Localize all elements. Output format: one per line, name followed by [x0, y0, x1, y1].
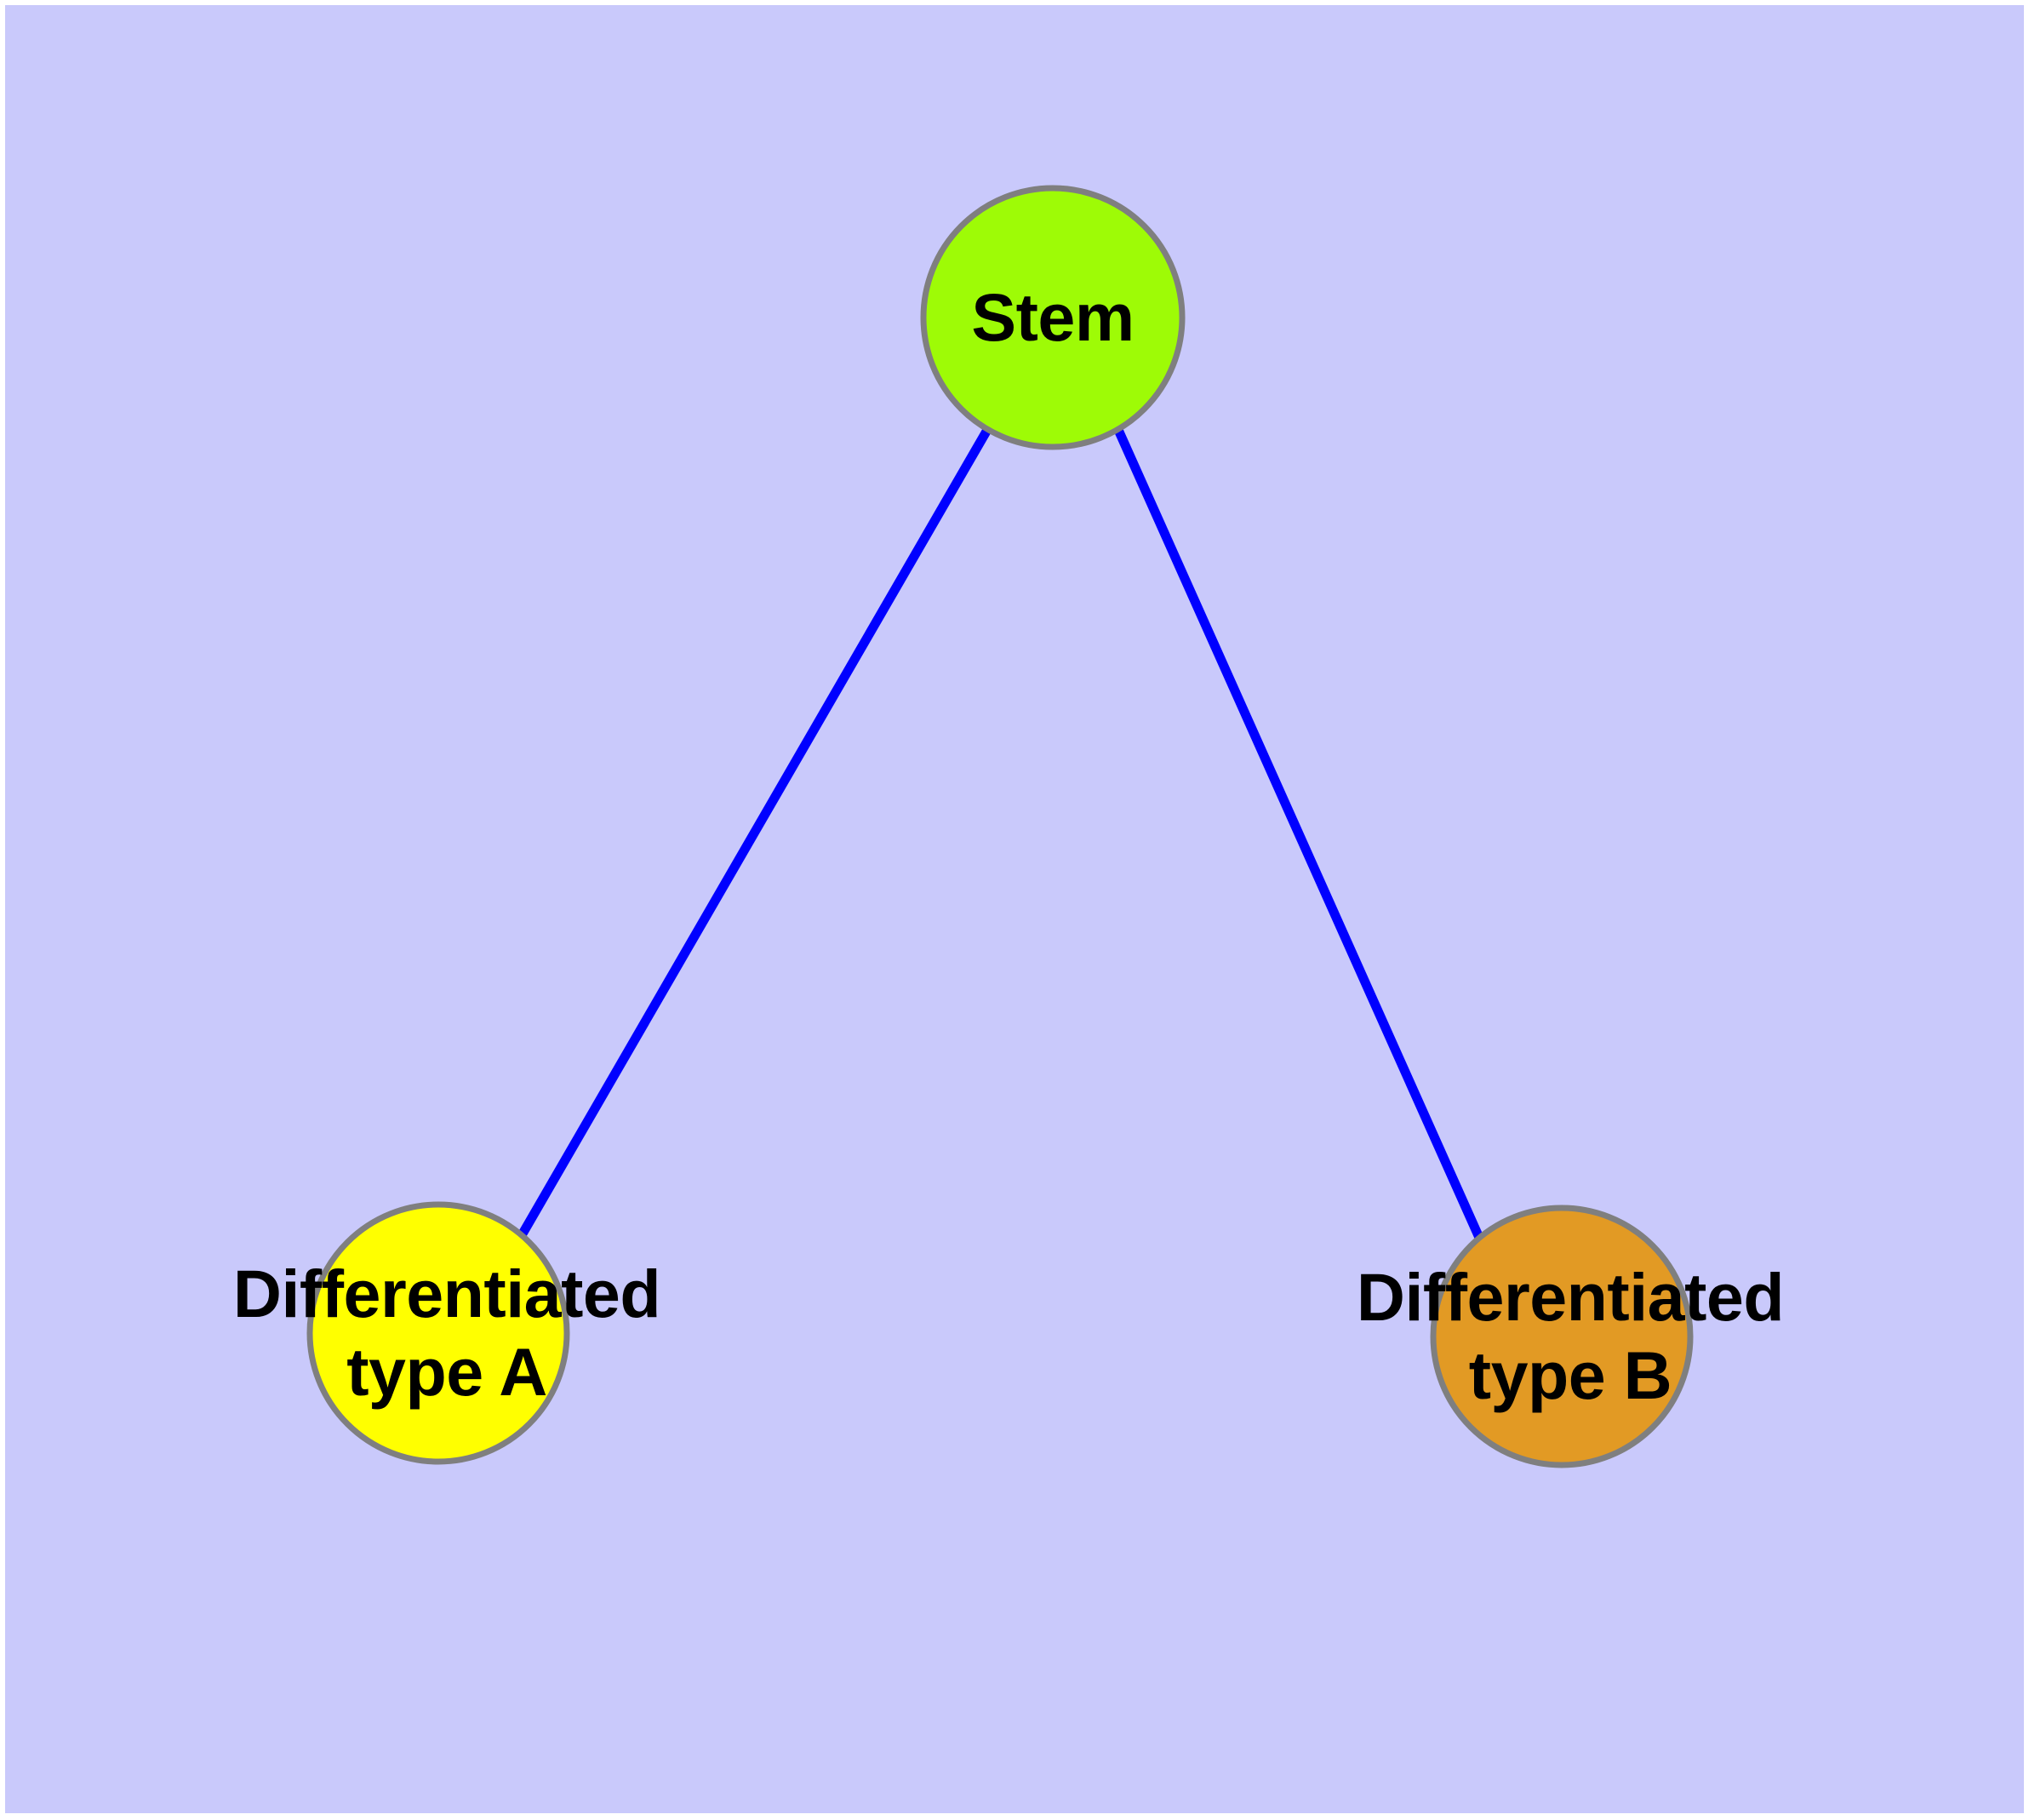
edge-stem-to-type-b [1113, 427, 1485, 1242]
node-differentiated-type-b[interactable] [1430, 1205, 1694, 1468]
node-differentiated-type-a[interactable] [306, 1201, 570, 1465]
edge-layer [517, 427, 1485, 1242]
node-stem[interactable] [920, 185, 1186, 450]
edge-stem-to-type-a [517, 427, 992, 1238]
node-layer [306, 185, 1694, 1468]
